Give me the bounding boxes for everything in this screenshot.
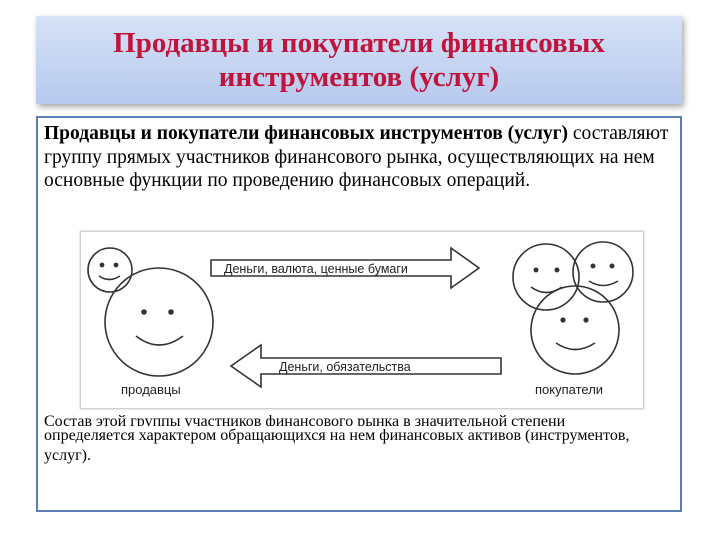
slide-title: Продавцы и покупатели финансовых инструм… bbox=[113, 26, 605, 94]
diagram-svg: Деньги, валюта, ценные бумаги Деньги, об… bbox=[87, 241, 634, 397]
top-arrow-right bbox=[210, 246, 481, 290]
intro-paragraph: Продавцы и покупатели финансовых инструм… bbox=[44, 122, 674, 193]
intro-rest-text: составляют группу прямых участников фина… bbox=[44, 123, 669, 191]
composition-paragraph: Состав этой группы участников финансовог… bbox=[44, 412, 674, 466]
market-diagram: Деньги, валюта, ценные бумаги Деньги, об… bbox=[80, 231, 644, 409]
title-banner: Продавцы и покупатели финансовых инструм… bbox=[36, 16, 682, 104]
composition-rest-text: определяется характером обращающихся на … bbox=[44, 427, 630, 464]
buyer-face-right-icon bbox=[572, 241, 634, 303]
seller-face-large-icon bbox=[104, 267, 214, 377]
bottom-arrow-left bbox=[229, 343, 502, 389]
buyer-face-left-icon bbox=[512, 243, 580, 311]
buyers-label: покупатели bbox=[535, 382, 603, 397]
content-panel: Продавцы и покупатели финансовых инструм… bbox=[36, 116, 682, 512]
bottom-arrow-label: Деньги, обязательства bbox=[279, 360, 411, 374]
intro-bold-text: Продавцы и покупатели финансовых инструм… bbox=[44, 123, 569, 144]
composition-line-partial: Состав этой группы участников финансовог… bbox=[44, 413, 566, 426]
seller-face-small-icon bbox=[87, 247, 133, 293]
title-line-2: инструментов (услуг) bbox=[218, 61, 500, 93]
top-arrow-label: Деньги, валюта, ценные бумаги bbox=[224, 262, 408, 276]
buyer-face-bottom-icon bbox=[530, 285, 620, 375]
sellers-label: продавцы bbox=[121, 382, 181, 397]
title-line-1: Продавцы и покупатели финансовых bbox=[113, 27, 605, 59]
